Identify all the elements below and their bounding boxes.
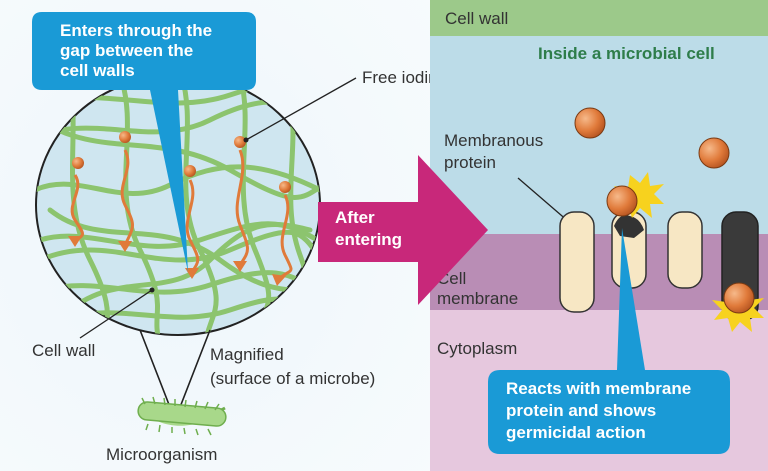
free-iodine-leader-left [245, 77, 357, 141]
cell-membrane-label-line-2: membrane [437, 289, 518, 308]
membrane-protein-1 [559, 211, 595, 313]
reaction-callout-line-3: germicidal action [506, 423, 646, 442]
inside-microbial-cell-label: Inside a microbial cell [538, 44, 715, 63]
membrane-protein-3 [667, 211, 703, 289]
after-entering-arrow: After entering [318, 155, 488, 305]
reaction-burst-1 [614, 172, 664, 218]
entry-callout-line-1: Enters through the [60, 21, 212, 40]
magnified-label-line-1: Magnified [210, 345, 284, 364]
iodine-particles-small [72, 131, 291, 193]
free-iodine-leader-dot-left [243, 137, 249, 143]
magnified-label-line-2: (surface of a microbe) [210, 369, 375, 388]
entry-callout-line-2: gap between the [60, 41, 193, 60]
cytoplasm-label: Cytoplasm [437, 339, 517, 358]
left-cell-wall-leader-dot [149, 287, 155, 293]
reacting-iodine-particle-1 [606, 185, 638, 217]
reaction-callout: Reacts with membrane protein and shows g… [488, 228, 730, 454]
membranous-protein-label-line-1: Membranous [444, 131, 543, 150]
microorganism-label: Microorganism [106, 445, 217, 464]
iodine-arrowheads [68, 236, 286, 286]
free-iodine-label: Free iodine [362, 68, 447, 87]
entry-callout-line-3: cell walls [60, 61, 135, 80]
entry-callout: Enters through the gap between the cell … [32, 12, 256, 272]
cell-membrane-band [430, 234, 768, 310]
damaged-protein-region-1 [614, 215, 644, 238]
membranous-protein-label-line-2: protein [444, 153, 496, 172]
after-entering-line-1: After [335, 208, 375, 227]
iodine-particles-large [574, 107, 755, 314]
reaction-callout-line-1: Reacts with membrane [506, 379, 691, 398]
cell-wall-band [430, 0, 768, 36]
right-cell-wall-label: Cell wall [445, 9, 508, 28]
reacting-iodine-particle-2 [723, 282, 755, 314]
free-iodine-particle-1 [574, 107, 606, 139]
reaction-callout-line-2: protein and shows [506, 401, 656, 420]
microorganism-icon [137, 396, 227, 436]
after-entering-line-2: entering [335, 230, 402, 249]
free-iodine-particle-2 [698, 137, 730, 169]
left-cell-wall-leader [79, 289, 153, 339]
left-cell-wall-label: Cell wall [32, 341, 95, 360]
